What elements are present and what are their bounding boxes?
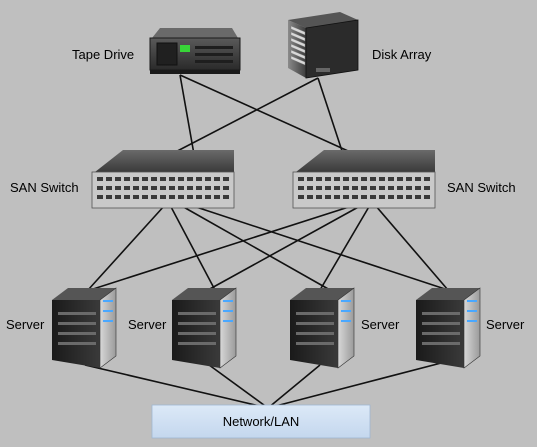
link-tape-switch-left xyxy=(179,74,196,161)
link-switchR-server1 xyxy=(89,204,356,291)
link-disk-switch-left xyxy=(159,77,319,161)
link-tape-switch-right xyxy=(179,74,369,161)
tower-server-icon-1 xyxy=(52,287,117,369)
network-lan-box xyxy=(151,404,371,439)
link-switchR-server4 xyxy=(374,204,449,291)
server-3-label: Server xyxy=(361,317,400,332)
network-lan-label: Network/LAN xyxy=(223,414,300,429)
link-switchL-server4 xyxy=(189,204,449,291)
disk-array-label: Disk Array xyxy=(372,47,432,62)
link-switchL-server3 xyxy=(179,204,331,291)
link-switchL-server2 xyxy=(169,204,216,291)
link-server3-lan xyxy=(267,364,321,409)
san-switch-right-label: SAN Switch xyxy=(447,180,516,195)
server-1-label: Server xyxy=(6,317,45,332)
link-disk-switch-right xyxy=(317,77,346,161)
tape-drive-label: Tape Drive xyxy=(72,47,134,62)
link-switchL-server1 xyxy=(87,204,166,291)
network-switch-icon-left xyxy=(91,150,235,209)
connection-lines xyxy=(84,74,449,409)
disk-array-icon xyxy=(288,12,359,79)
san-switch-left-label: SAN Switch xyxy=(10,180,79,195)
server-4-label: Server xyxy=(486,317,525,332)
tower-server-icon-2 xyxy=(172,287,237,369)
network-switch-icon-right xyxy=(292,150,436,209)
server-2-label: Server xyxy=(128,317,167,332)
tower-server-icon-4 xyxy=(416,287,481,369)
link-switchR-server2 xyxy=(207,204,363,291)
link-server4-lan xyxy=(267,361,446,409)
tape-library-icon xyxy=(149,28,241,74)
link-server2-lan xyxy=(204,361,269,409)
tower-server-icon-3 xyxy=(290,287,355,369)
link-switchR-server3 xyxy=(319,204,371,291)
link-server1-lan xyxy=(84,364,269,409)
